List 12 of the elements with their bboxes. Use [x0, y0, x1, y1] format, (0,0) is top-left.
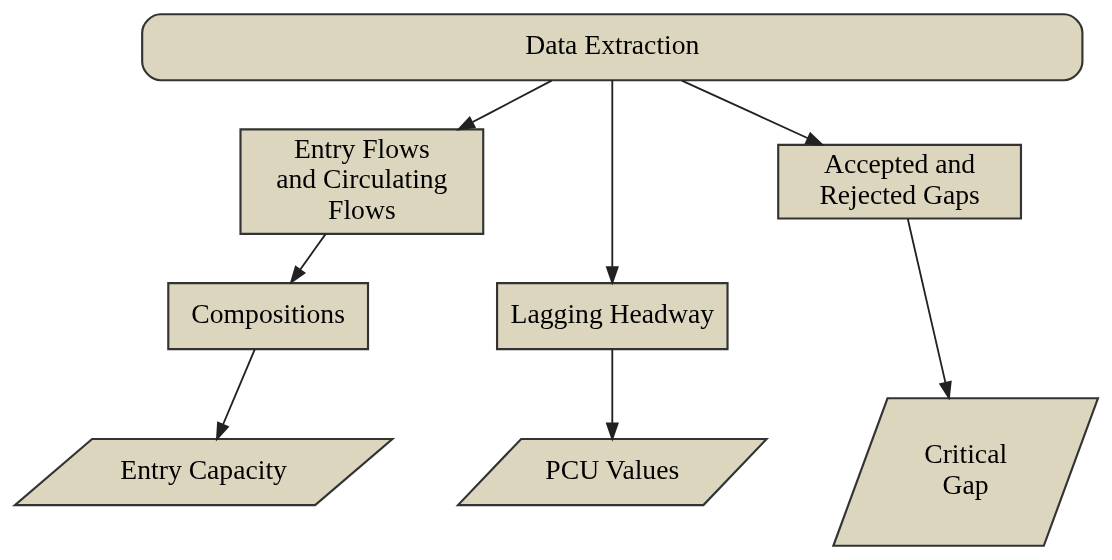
node-box: Compositions — [166, 282, 369, 351]
arrow — [605, 79, 619, 286]
arrow — [605, 348, 619, 442]
node-box: Data Extraction — [140, 13, 1083, 82]
node-box: Accepted and Rejected Gaps — [776, 143, 1022, 220]
node-box: Entry Flows and Circulating Flows — [238, 128, 484, 235]
arrow — [455, 79, 553, 131]
arrow — [680, 79, 825, 146]
arrow — [289, 233, 326, 285]
arrow — [906, 218, 952, 401]
node-box: Lagging Headway — [495, 282, 729, 351]
arrow — [215, 348, 256, 442]
